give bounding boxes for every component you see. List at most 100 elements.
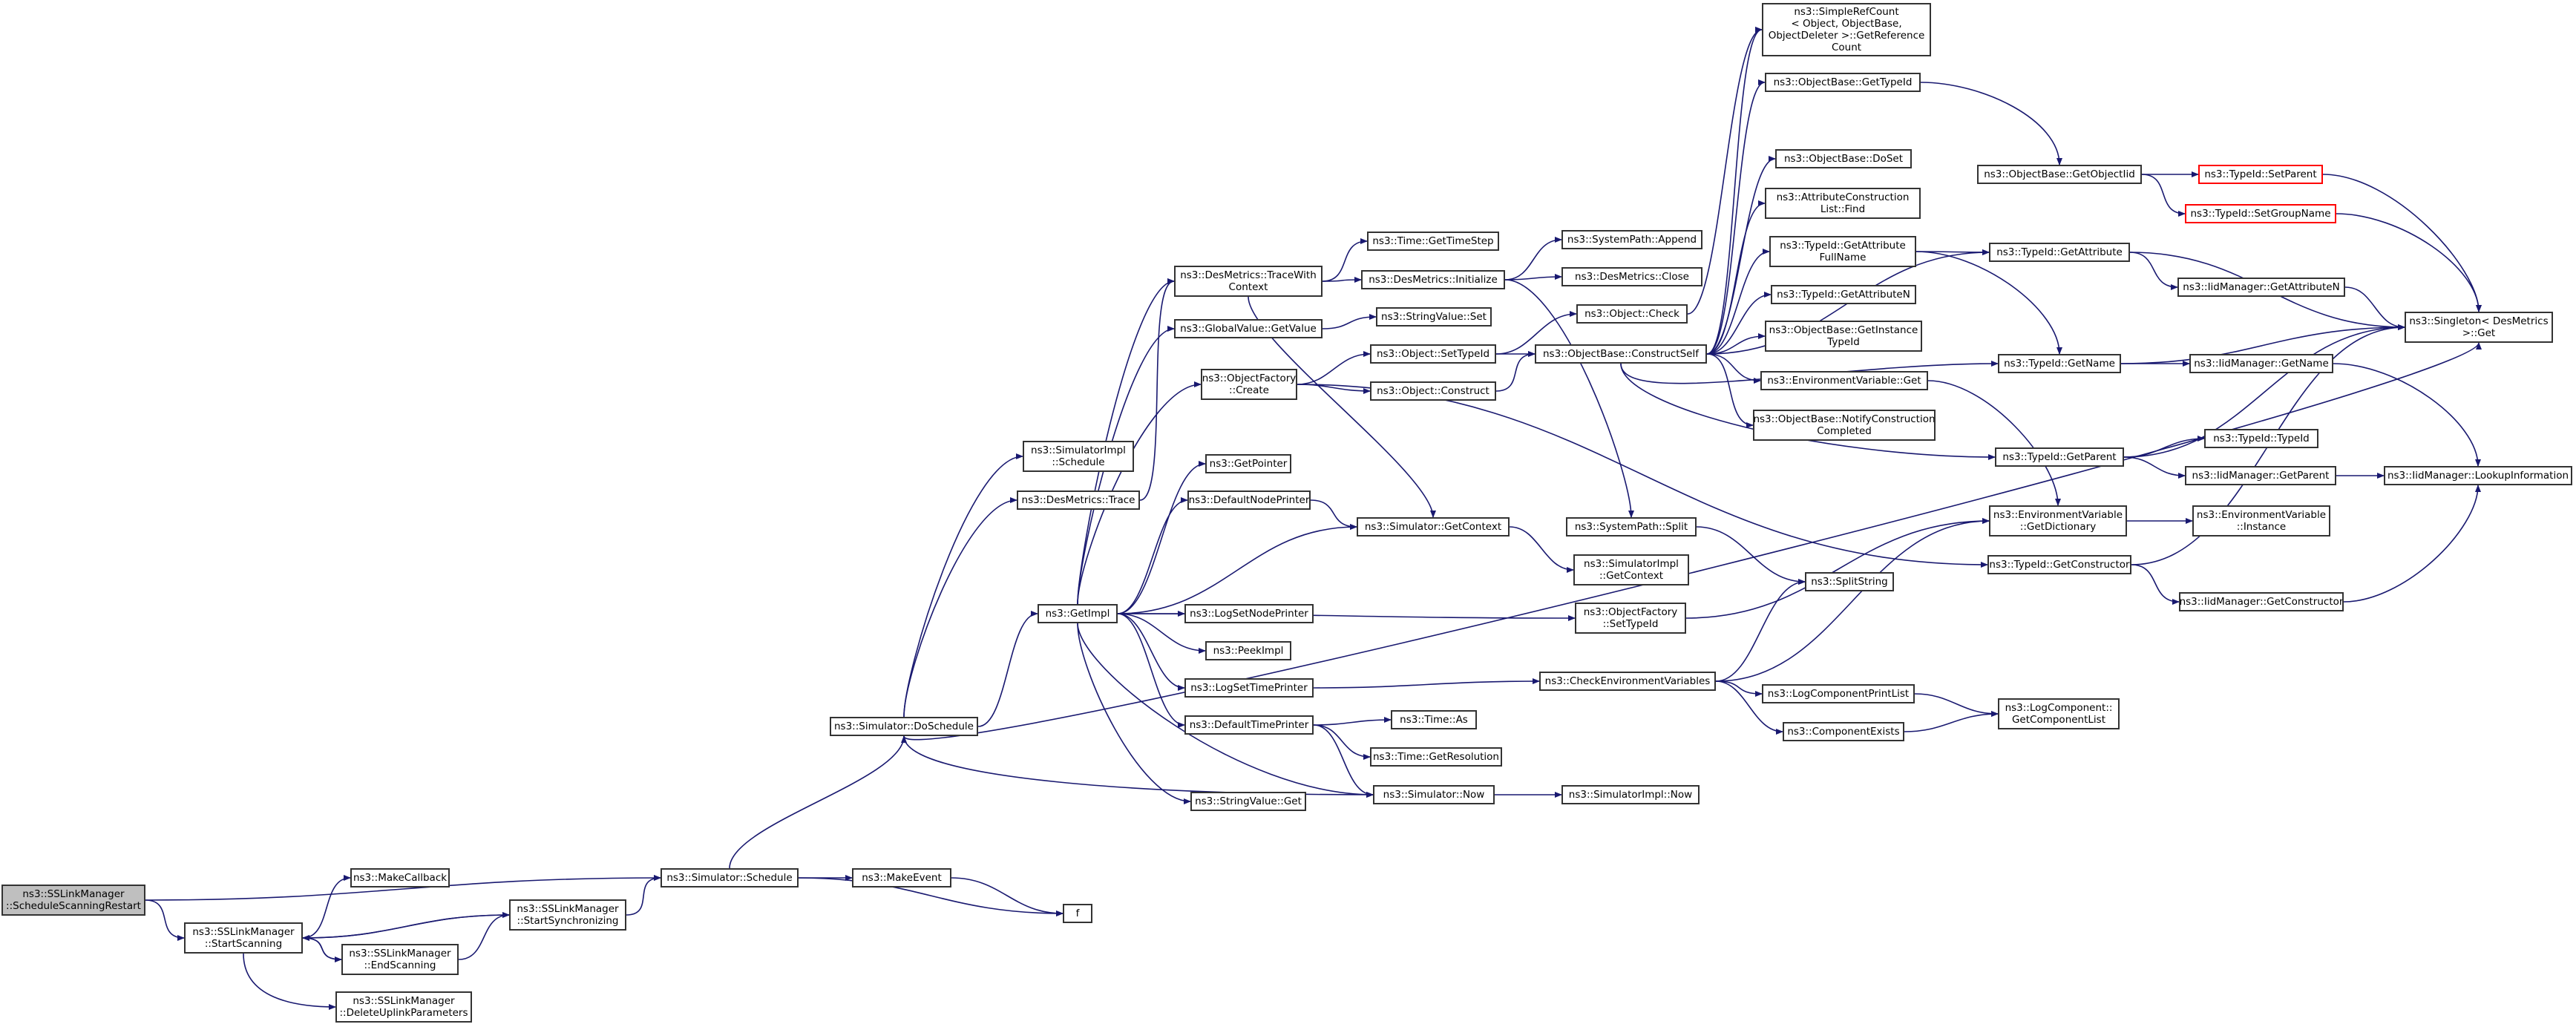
edge-simulator-do-schedule-to-singleton-get xyxy=(903,342,2482,741)
edge-object-base-construct-self-to-simple-ref-count xyxy=(1706,27,1763,355)
node-split-string[interactable]: ns3::SplitString xyxy=(1805,572,1894,591)
node-time-get-time-step[interactable]: ns3::Time::GetTimeStep xyxy=(1367,232,1499,251)
node-des-metrics-initialize[interactable]: ns3::DesMetrics::Initialize xyxy=(1361,270,1505,289)
edge-iid-manager-get-constructor-to-iid-manager-lookup-information xyxy=(2343,485,2481,603)
node-type-id-get-attribute-full-name[interactable]: ns3::TypeId::GetAttribute FullName xyxy=(1769,236,1916,267)
node-simulator-impl-now[interactable]: ns3::SimulatorImpl::Now xyxy=(1561,785,1700,804)
edge-default-node-printer-to-simulator-get-context xyxy=(1310,499,1357,530)
edge-object-factory-set-type-id-to-environment-variable-get-dictionary xyxy=(1685,518,1990,619)
node-simulator-impl-get-context[interactable]: ns3::SimulatorImpl ::GetContext xyxy=(1573,554,1689,585)
node-component-exists[interactable]: ns3::ComponentExists xyxy=(1783,722,1904,741)
node-log-component-get-component-list[interactable]: ns3::LogComponent:: GetComponentList xyxy=(1998,698,2120,729)
node-type-id-get-name[interactable]: ns3::TypeId::GetName xyxy=(1998,354,2121,373)
node-start-synchronizing[interactable]: ns3::SSLinkManager ::StartSynchronizing xyxy=(509,899,626,931)
node-attribute-construction-list-find[interactable]: ns3::AttributeConstruction List::Find xyxy=(1765,188,1921,219)
edge-schedule-scanning-restart-to-simulator-schedule xyxy=(145,875,661,901)
node-object-base-construct-self[interactable]: ns3::ObjectBase::ConstructSelf xyxy=(1535,344,1707,364)
edge-simulator-do-schedule-to-get-impl xyxy=(977,611,1038,727)
edge-end-scanning-to-start-synchronizing xyxy=(458,912,510,960)
node-simulator-now[interactable]: ns3::Simulator::Now xyxy=(1373,785,1495,804)
node-check-environment-variables[interactable]: ns3::CheckEnvironmentVariables xyxy=(1539,672,1716,691)
edge-simulator-do-schedule-to-des-metrics-trace xyxy=(903,497,1017,718)
node-object-factory-create[interactable]: ns3::ObjectFactory ::Create xyxy=(1201,369,1297,400)
node-des-metrics-close[interactable]: ns3::DesMetrics::Close xyxy=(1561,267,1702,286)
node-environment-variable-get[interactable]: ns3::EnvironmentVariable::Get xyxy=(1760,371,1928,390)
edge-default-time-printer-to-time-as xyxy=(1313,717,1392,726)
edge-get-impl-to-get-pointer xyxy=(1117,461,1206,614)
edge-component-exists-to-log-component-get-component-list xyxy=(1904,711,1999,732)
edge-type-id-get-parent-to-singleton-get xyxy=(2123,324,2405,458)
edge-get-impl-to-default-time-printer xyxy=(1117,613,1185,728)
node-type-id-type-id[interactable]: ns3::TypeId::TypeId xyxy=(2204,429,2318,448)
node-start-scanning[interactable]: ns3::SSLinkManager ::StartScanning xyxy=(184,922,303,954)
node-object-base-get-instance-type-id[interactable]: ns3::ObjectBase::GetInstance TypeId xyxy=(1765,321,1922,352)
edge-type-id-get-name-to-singleton-get xyxy=(2120,324,2405,364)
node-object-factory-set-type-id[interactable]: ns3::ObjectFactory ::SetTypeId xyxy=(1575,603,1686,634)
node-schedule-scanning-restart[interactable]: ns3::SSLinkManager ::ScheduleScanningRes… xyxy=(1,885,145,916)
node-f[interactable]: f xyxy=(1063,904,1092,923)
edge-object-base-construct-self-to-environment-variable-get xyxy=(1706,353,1761,384)
node-log-set-node-printer[interactable]: ns3::LogSetNodePrinter xyxy=(1184,604,1314,623)
node-object-base-notify-construction-completed[interactable]: ns3::ObjectBase::NotifyConstruction Comp… xyxy=(1753,410,1936,441)
edge-object-base-construct-self-to-type-id-get-attribute-n xyxy=(1706,292,1772,355)
node-simulator-do-schedule[interactable]: ns3::Simulator::DoSchedule xyxy=(830,717,978,736)
edge-type-id-get-parent-to-iid-manager-get-parent xyxy=(2123,456,2186,479)
node-log-component-print-list[interactable]: ns3::LogComponentPrintList xyxy=(1762,684,1915,703)
node-simulator-get-context[interactable]: ns3::Simulator::GetContext xyxy=(1357,517,1510,537)
node-make-callback[interactable]: ns3::MakeCallback xyxy=(350,868,450,887)
edge-check-environment-variables-to-component-exists xyxy=(1715,680,1783,735)
node-singleton-get[interactable]: ns3::Singleton< DesMetrics >::Get xyxy=(2405,312,2553,343)
node-delete-uplink-parameters[interactable]: ns3::SSLinkManager ::DeleteUplinkParamet… xyxy=(335,991,472,1023)
node-make-event[interactable]: ns3::MakeEvent xyxy=(852,868,951,887)
node-iid-manager-get-name[interactable]: ns3::IidManager::GetName xyxy=(2189,354,2333,373)
node-time-get-resolution[interactable]: ns3::Time::GetResolution xyxy=(1370,747,1502,767)
node-simulator-schedule[interactable]: ns3::Simulator::Schedule xyxy=(661,868,799,887)
node-object-construct[interactable]: ns3::Object::Construct xyxy=(1370,381,1496,401)
node-des-metrics-trace-with-context[interactable]: ns3::DesMetrics::TraceWith Context xyxy=(1174,266,1323,297)
node-string-value-get[interactable]: ns3::StringValue::Get xyxy=(1190,792,1306,811)
node-object-set-type-id[interactable]: ns3::Object::SetTypeId xyxy=(1370,344,1496,364)
node-default-node-printer[interactable]: ns3::DefaultNodePrinter xyxy=(1187,490,1311,510)
node-log-set-time-printer[interactable]: ns3::LogSetTimePrinter xyxy=(1184,678,1314,698)
node-iid-manager-lookup-information[interactable]: ns3::IidManager::LookupInformation xyxy=(2384,466,2572,485)
node-get-pointer[interactable]: ns3::GetPointer xyxy=(1205,454,1291,473)
node-environment-variable-instance[interactable]: ns3::EnvironmentVariable ::Instance xyxy=(2192,505,2330,537)
edge-get-impl-to-default-node-printer xyxy=(1117,497,1188,614)
node-type-id-get-attribute[interactable]: ns3::TypeId::GetAttribute xyxy=(1989,243,2130,262)
node-environment-variable-get-dictionary[interactable]: ns3::EnvironmentVariable ::GetDictionary xyxy=(1989,505,2127,537)
edge-object-base-construct-self-to-object-base-notify-construction-completed xyxy=(1706,353,1754,428)
node-simulator-impl-schedule[interactable]: ns3::SimulatorImpl ::Schedule xyxy=(1023,441,1134,472)
node-type-id-set-parent[interactable]: ns3::TypeId::SetParent xyxy=(2198,165,2323,184)
node-default-time-printer[interactable]: ns3::DefaultTimePrinter xyxy=(1184,715,1314,735)
node-get-impl[interactable]: ns3::GetImpl xyxy=(1038,604,1118,623)
node-end-scanning[interactable]: ns3::SSLinkManager ::EndScanning xyxy=(341,944,459,975)
node-string-value-set[interactable]: ns3::StringValue::Set xyxy=(1376,307,1492,327)
node-object-base-get-object-iid[interactable]: ns3::ObjectBase::GetObjectIid xyxy=(1977,165,2142,184)
edge-object-factory-create-to-object-set-type-id xyxy=(1297,351,1371,385)
node-type-id-get-constructor[interactable]: ns3::TypeId::GetConstructor xyxy=(1987,555,2131,574)
node-peek-impl[interactable]: ns3::PeekImpl xyxy=(1205,641,1291,660)
node-iid-manager-get-constructor[interactable]: ns3::IidManager::GetConstructor xyxy=(2179,592,2344,611)
node-system-path-split[interactable]: ns3::SystemPath::Split xyxy=(1566,517,1697,537)
edge-object-base-construct-self-to-type-id-get-name xyxy=(1620,361,1999,384)
node-object-check[interactable]: ns3::Object::Check xyxy=(1576,304,1688,324)
edge-object-base-construct-self-to-type-id-get-parent xyxy=(1620,363,1996,460)
node-object-base-do-set[interactable]: ns3::ObjectBase::DoSet xyxy=(1775,149,1912,168)
node-type-id-get-attribute-n[interactable]: ns3::TypeId::GetAttributeN xyxy=(1771,285,1916,304)
edge-iid-manager-get-attribute-n-to-singleton-get xyxy=(2344,286,2405,330)
node-system-path-append[interactable]: ns3::SystemPath::Append xyxy=(1561,230,1702,249)
node-time-as[interactable]: ns3::Time::As xyxy=(1391,710,1477,729)
node-iid-manager-get-attribute-n[interactable]: ns3::IidManager::GetAttributeN xyxy=(2177,278,2345,297)
node-object-base-get-type-id[interactable]: ns3::ObjectBase::GetTypeId xyxy=(1765,73,1921,92)
edge-get-impl-to-log-set-time-printer xyxy=(1117,613,1185,691)
node-type-id-get-parent[interactable]: ns3::TypeId::GetParent xyxy=(1995,447,2124,467)
node-simple-ref-count[interactable]: ns3::SimpleRefCount < Object, ObjectBase… xyxy=(1762,3,1931,56)
node-global-value-get-value[interactable]: ns3::GlobalValue::GetValue xyxy=(1174,319,1323,338)
node-iid-manager-get-parent[interactable]: ns3::IidManager::GetParent xyxy=(2185,466,2336,485)
edge-get-impl-to-simulator-get-context xyxy=(1117,524,1357,614)
node-des-metrics-trace[interactable]: ns3::DesMetrics::Trace xyxy=(1017,490,1140,510)
edge-check-environment-variables-to-split-string xyxy=(1715,579,1806,682)
edge-des-metrics-trace-with-context-to-des-metrics-initialize xyxy=(1322,277,1362,283)
node-type-id-set-group-name[interactable]: ns3::TypeId::SetGroupName xyxy=(2185,204,2336,223)
